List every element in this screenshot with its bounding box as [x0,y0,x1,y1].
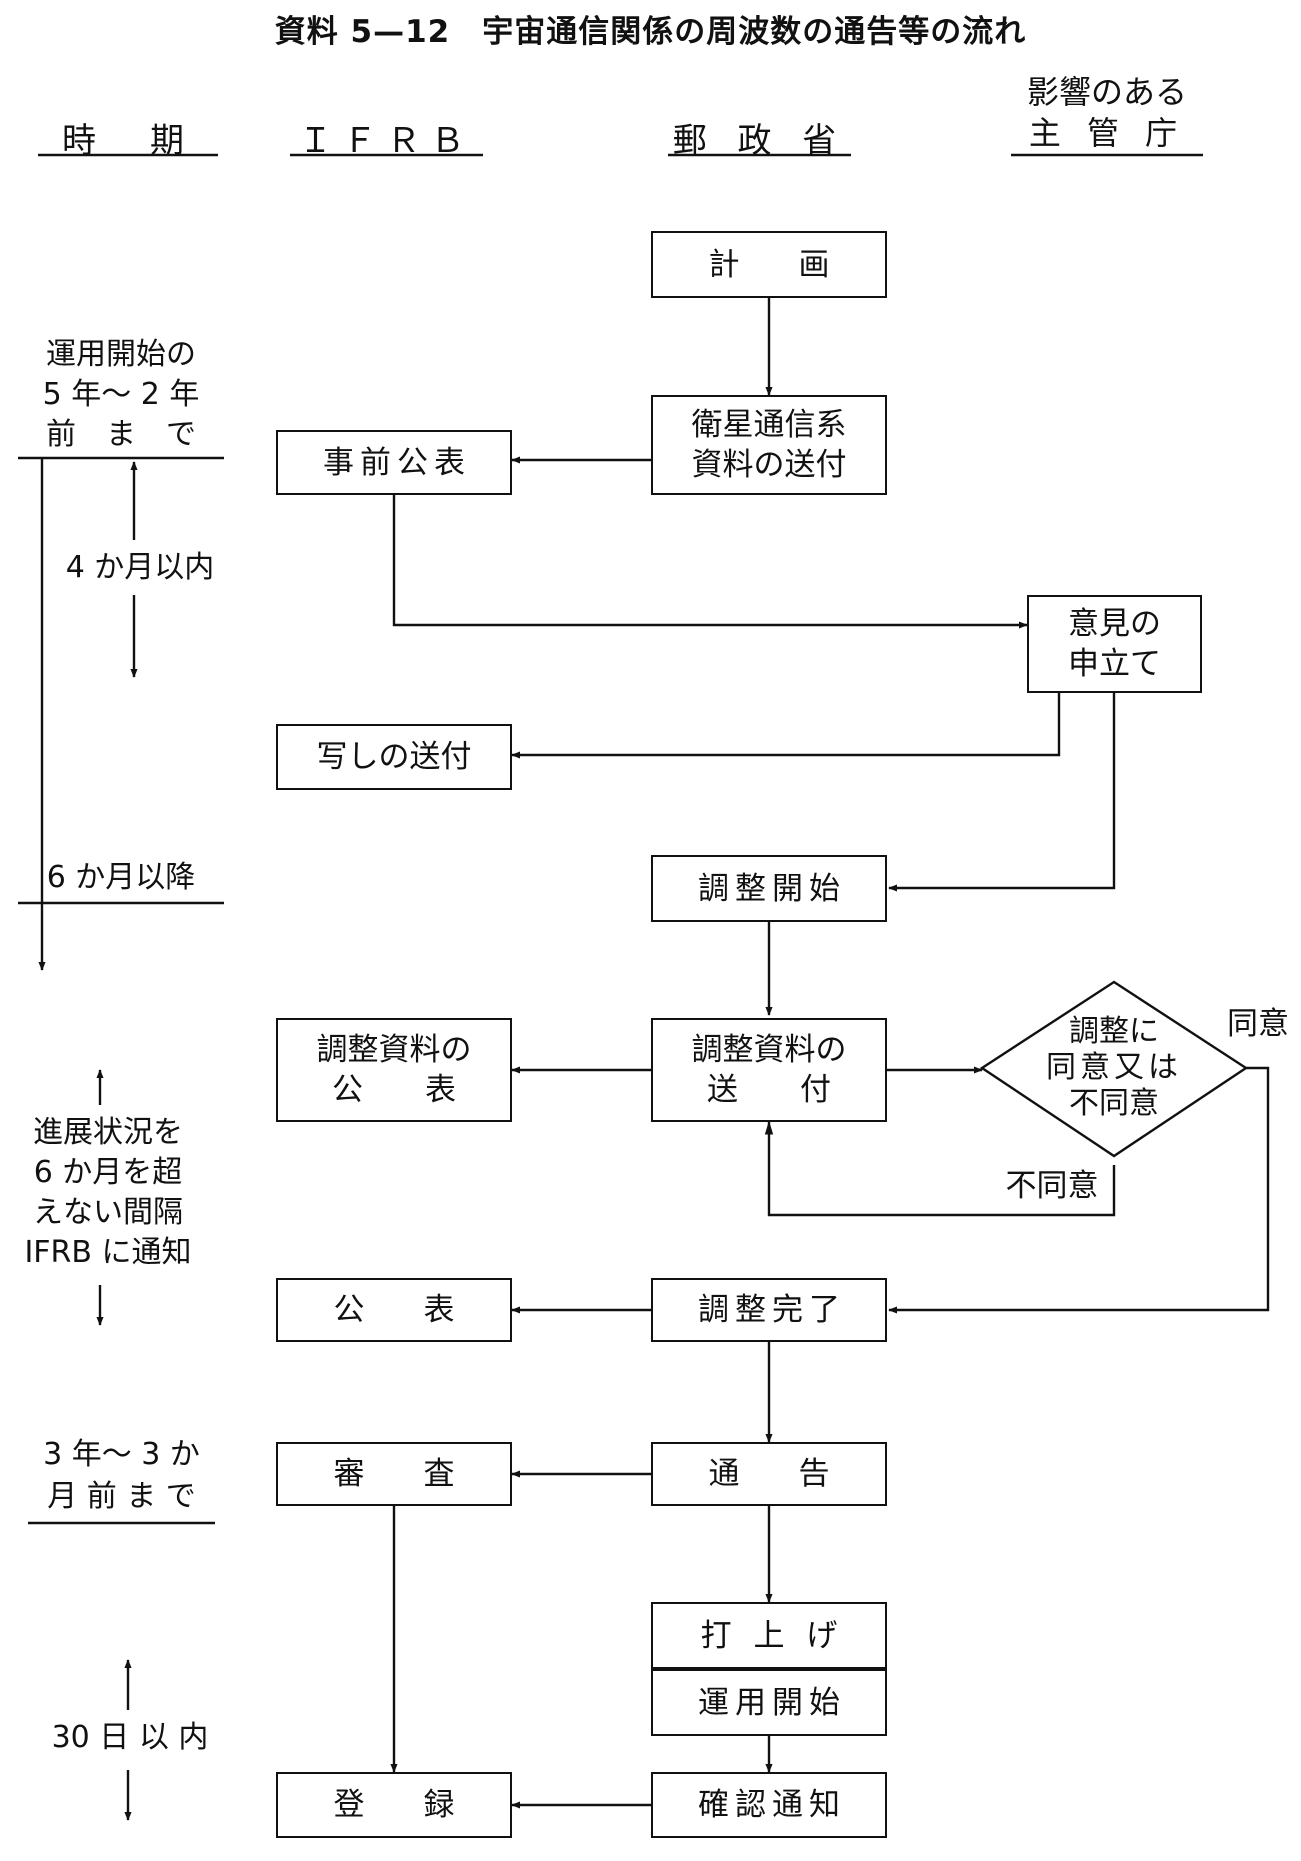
diagram-title: 資料 5—12 宇宙通信関係の周波数の通告等の流れ [274,14,1027,50]
edge-label-disagree: 不同意 [1005,1168,1099,1204]
timeline-t3: 6 か月以降 [46,860,196,895]
box-coord-publication-line2: 公 表 [332,1072,456,1108]
box-coord-publication: 調整資料の 公 表 [276,1018,512,1122]
box-send-docs: 衛星通信系 資料の送付 [651,395,887,495]
box-send-docs-line1: 衛星通信系 [691,407,847,443]
decision-text-line1: 調整に [1069,1014,1159,1049]
header-affected-line1: 影響のある [1026,73,1187,111]
box-coord-send-line2: 送 付 [707,1072,831,1108]
header-affected-line2: 主 管 庁 [1028,114,1186,152]
box-coord-send-line1: 調整資料の [691,1032,847,1068]
edge-label-agree: 同意 [1227,1006,1289,1042]
box-objection-line2: 申立て [1068,646,1161,682]
box-coord-start: 調整開始 [651,855,887,922]
box-launch: 打 上 げ [651,1602,887,1669]
timeline-t6: 30 日 以 内 [51,1720,209,1755]
box-objection: 意見の 申立て [1027,595,1202,693]
box-publication: 公 表 [276,1278,512,1342]
timeline-t4-line3: えない間隔 [33,1195,183,1230]
timeline-t4-line2: 6 か月を超 [33,1155,183,1190]
box-register: 登 録 [276,1772,512,1838]
arrow-advance-pub-to-objection [392,495,1028,629]
box-notify: 通 告 [651,1442,887,1506]
timeline-t1-line2: 5 年～ 2 年 [42,377,200,412]
timeline-t1-line3: 前 ま で [46,417,196,452]
timeline-t4-line4: IFRB に通知 [24,1235,192,1270]
box-coord-send: 調整資料の 送 付 [651,1018,887,1122]
decision-diamond [979,980,1249,1158]
box-advance-publication: 事前公表 [276,430,512,495]
box-objection-line1: 意見の [1068,606,1161,642]
box-coord-publication-line1: 調整資料の [316,1032,472,1068]
decision-text-line3: 不同意 [1069,1086,1159,1121]
timeline-t5-line2: 月 前 ま で [47,1479,196,1514]
header-period: 時 期 [62,121,194,161]
box-operation-start: 運用開始 [651,1669,887,1736]
decision-text-line2: 同意又は [1046,1050,1182,1085]
arrow-disagree-loop [764,1120,1116,1217]
box-confirm: 確認通知 [651,1772,887,1838]
timeline-t5-line1: 3 年～ 3 か [43,1437,200,1472]
box-send-docs-line2: 資料の送付 [691,447,847,483]
arrow-objection-to-copy-send [511,693,1061,759]
arrow-agree-to-coord-done [888,1066,1270,1314]
header-ifrb: ＩＦＲＢ [298,121,475,161]
arrow-objection-to-coord-start [888,693,1116,892]
box-examine: 審 査 [276,1442,512,1506]
box-copy-send: 写しの送付 [276,724,512,790]
timeline-t1-line1: 運用開始の [46,337,196,372]
timeline-t2: 4 か月以内 [65,550,215,585]
header-ministry: 郵 政 省 [672,121,847,161]
box-coord-done: 調整完了 [651,1278,887,1342]
timeline-t4-line1: 進展状況を [33,1115,183,1150]
box-plan: 計 画 [651,231,887,298]
